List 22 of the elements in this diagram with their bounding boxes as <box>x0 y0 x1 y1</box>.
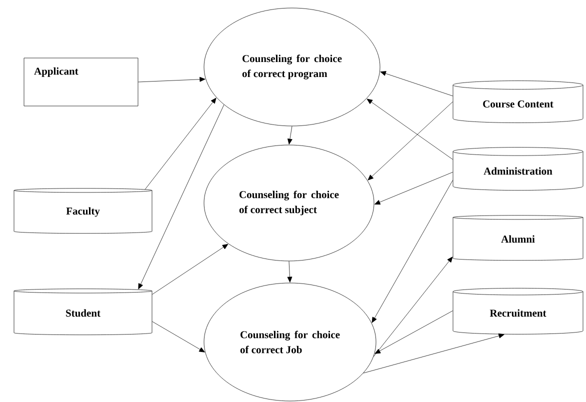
data-store-cylinder: Student <box>14 288 152 336</box>
arrow <box>374 172 453 205</box>
arrow <box>152 321 205 352</box>
arrow <box>366 98 453 160</box>
data-store-cylinder: Alumni <box>452 215 584 261</box>
arrow <box>368 102 453 180</box>
arrow <box>374 310 453 354</box>
data-store-cylinder: Administration <box>452 147 584 191</box>
arrow <box>138 104 224 290</box>
arrow <box>363 334 504 374</box>
arrow <box>287 261 292 282</box>
arrow <box>372 180 453 323</box>
data-store-cylinder: Faculty <box>14 188 152 234</box>
arrow <box>380 71 453 96</box>
entity-box: Applicant <box>24 58 138 106</box>
data-store-cylinder: Course Content <box>452 80 584 123</box>
arrow <box>144 98 216 190</box>
arrow <box>138 76 206 82</box>
arrow <box>288 126 292 144</box>
arrow <box>152 244 228 295</box>
arrow <box>373 256 453 357</box>
data-store-cylinder: Recruitment <box>452 288 584 334</box>
